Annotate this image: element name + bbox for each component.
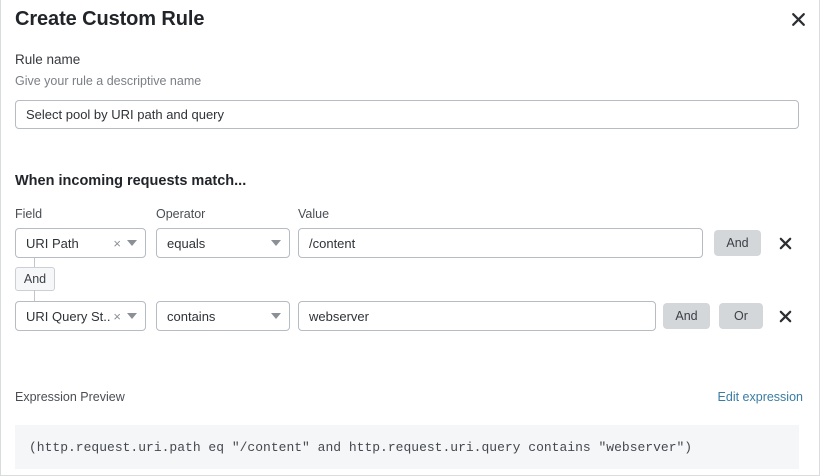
chevron-down-icon — [271, 240, 281, 246]
match-section-heading: When incoming requests match... — [15, 173, 247, 189]
column-header-operator: Operator — [156, 207, 206, 221]
field-select-label: URI Path — [26, 235, 79, 251]
delete-condition-button-2[interactable] — [773, 304, 797, 328]
field-select-2[interactable]: URI Query St... × — [15, 301, 146, 331]
expression-preview-label: Expression Preview — [15, 390, 125, 404]
clear-icon[interactable]: × — [113, 308, 121, 324]
field-select-label: URI Query St... — [26, 308, 112, 324]
rule-name-label: Rule name — [15, 52, 81, 67]
operator-select-1[interactable]: equals — [156, 228, 290, 258]
condition-row: URI Path × equals And — [1, 228, 819, 258]
add-or-condition-button-2[interactable]: Or — [719, 303, 763, 329]
connector-line-bottom — [34, 290, 35, 301]
clear-icon[interactable]: × — [113, 235, 121, 251]
chevron-down-icon — [127, 313, 137, 319]
close-icon — [779, 310, 791, 322]
value-input-1[interactable] — [298, 228, 703, 258]
add-and-condition-button-1[interactable]: And — [714, 230, 761, 256]
operator-select-label: contains — [167, 308, 216, 324]
group-connector-and-badge[interactable]: And — [15, 267, 55, 291]
column-header-value: Value — [298, 207, 330, 221]
chevron-down-icon — [271, 313, 281, 319]
column-header-field: Field — [15, 207, 43, 221]
condition-row: URI Query St... × contains And Or — [1, 301, 819, 331]
chevron-down-icon — [127, 240, 137, 246]
operator-select-label: equals — [167, 235, 206, 251]
delete-condition-button-1[interactable] — [773, 231, 797, 255]
operator-select-2[interactable]: contains — [156, 301, 290, 331]
close-icon-glyph — [791, 12, 805, 26]
value-input-2[interactable] — [298, 301, 656, 331]
close-icon — [779, 237, 791, 249]
page-title: Create Custom Rule — [15, 8, 205, 30]
expression-preview-text: (http.request.uri.path eq "/content" and… — [29, 439, 693, 455]
rule-name-input[interactable] — [15, 100, 799, 129]
rule-name-help-text: Give your rule a descriptive name — [15, 74, 202, 88]
edit-expression-link[interactable]: Edit expression — [717, 390, 803, 404]
add-and-condition-button-2[interactable]: And — [663, 303, 710, 329]
expression-preview-box: (http.request.uri.path eq "/content" and… — [15, 425, 799, 469]
field-select-1[interactable]: URI Path × — [15, 228, 146, 258]
close-icon[interactable] — [785, 6, 811, 32]
connector-line-top — [34, 258, 35, 268]
